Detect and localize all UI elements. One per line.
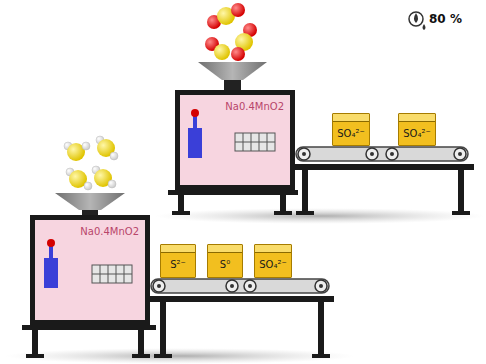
humidity-value: 80 % [429,12,462,26]
top-machine [168,3,474,215]
node-text: SO₄²⁻ [337,128,365,139]
node-text: SO₄²⁻ [403,128,431,139]
node-text: Na0.4MnO2 [225,101,284,112]
product-crate: SO₄²⁻ [398,113,436,146]
product-crate: SO₄²⁻ [254,244,292,278]
floor-shadow [155,208,485,224]
machine-box: Na0.4MnO2 [180,95,290,185]
product-crate: SO₄²⁻ [332,113,370,146]
product-crate: S⁰ [207,244,243,278]
floor-shadow [5,348,355,364]
node-text: S²⁻ [170,259,186,270]
machine-box: Na0.4MnO2 [35,220,145,320]
node-text: SO₄²⁻ [259,259,287,270]
bottom-machine [22,136,334,358]
product-crate: S²⁻ [160,244,196,278]
node-text: Na0.4MnO2 [80,226,139,237]
node-text: S⁰ [220,259,230,270]
humidity-icon [409,12,426,30]
